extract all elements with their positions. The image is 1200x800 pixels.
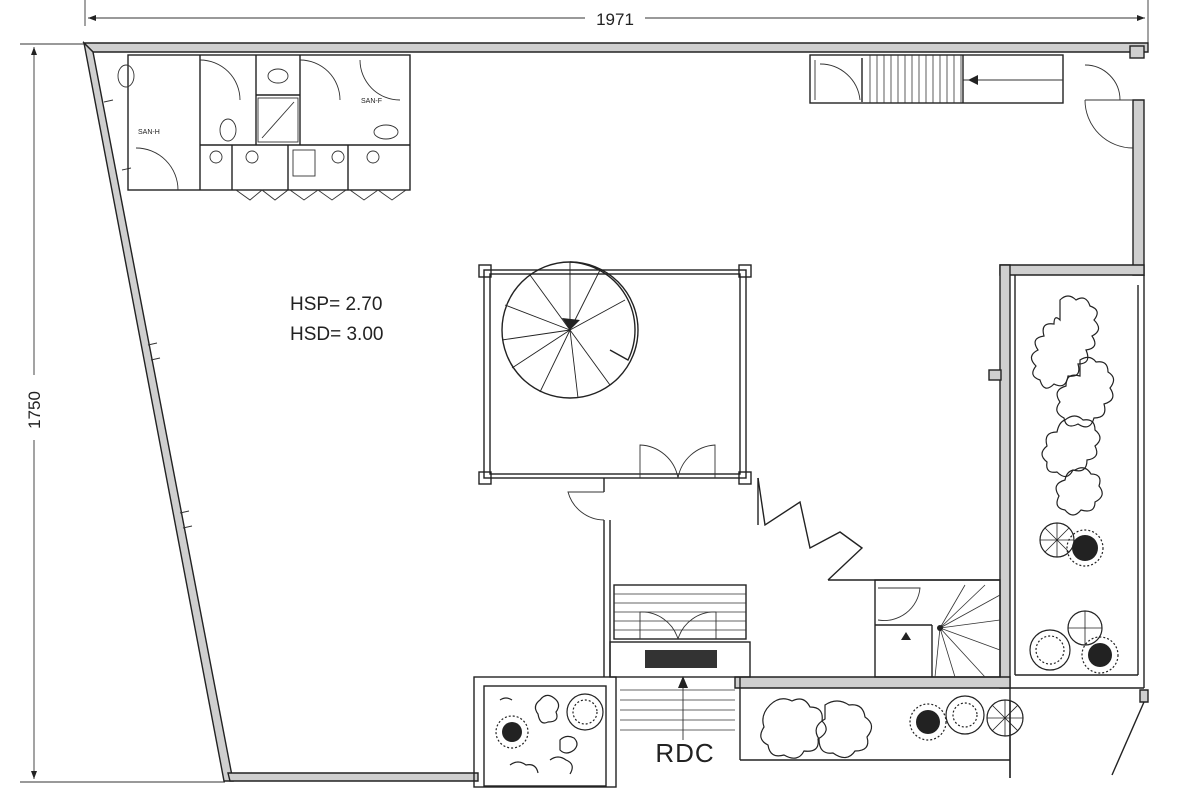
spiral-staircase-well <box>478 261 752 485</box>
service-staircase <box>874 579 1001 678</box>
left-wall-windows <box>103 99 193 529</box>
level-label: RDC <box>655 738 714 768</box>
men-restroom-label: SAN-H <box>138 129 160 136</box>
bottom-right-planter <box>760 695 1024 778</box>
right-planter <box>988 275 1139 676</box>
hsp-height-label: HSP= 2.70 <box>290 294 382 315</box>
restroom-block <box>117 54 411 201</box>
hsd-height-label: HSD= 3.00 <box>290 324 383 345</box>
width-dimension <box>84 0 1149 44</box>
width-dimension-label: 1971 <box>596 10 634 29</box>
exterior-walls <box>82 40 1149 788</box>
top-staircase <box>809 45 1145 149</box>
height-dimension <box>20 43 225 783</box>
height-dimension-label: 1750 <box>25 391 44 429</box>
entrance-corridor <box>567 477 1000 740</box>
women-restroom-label: SAN-F <box>361 98 382 105</box>
bottom-left-planter <box>495 693 604 775</box>
